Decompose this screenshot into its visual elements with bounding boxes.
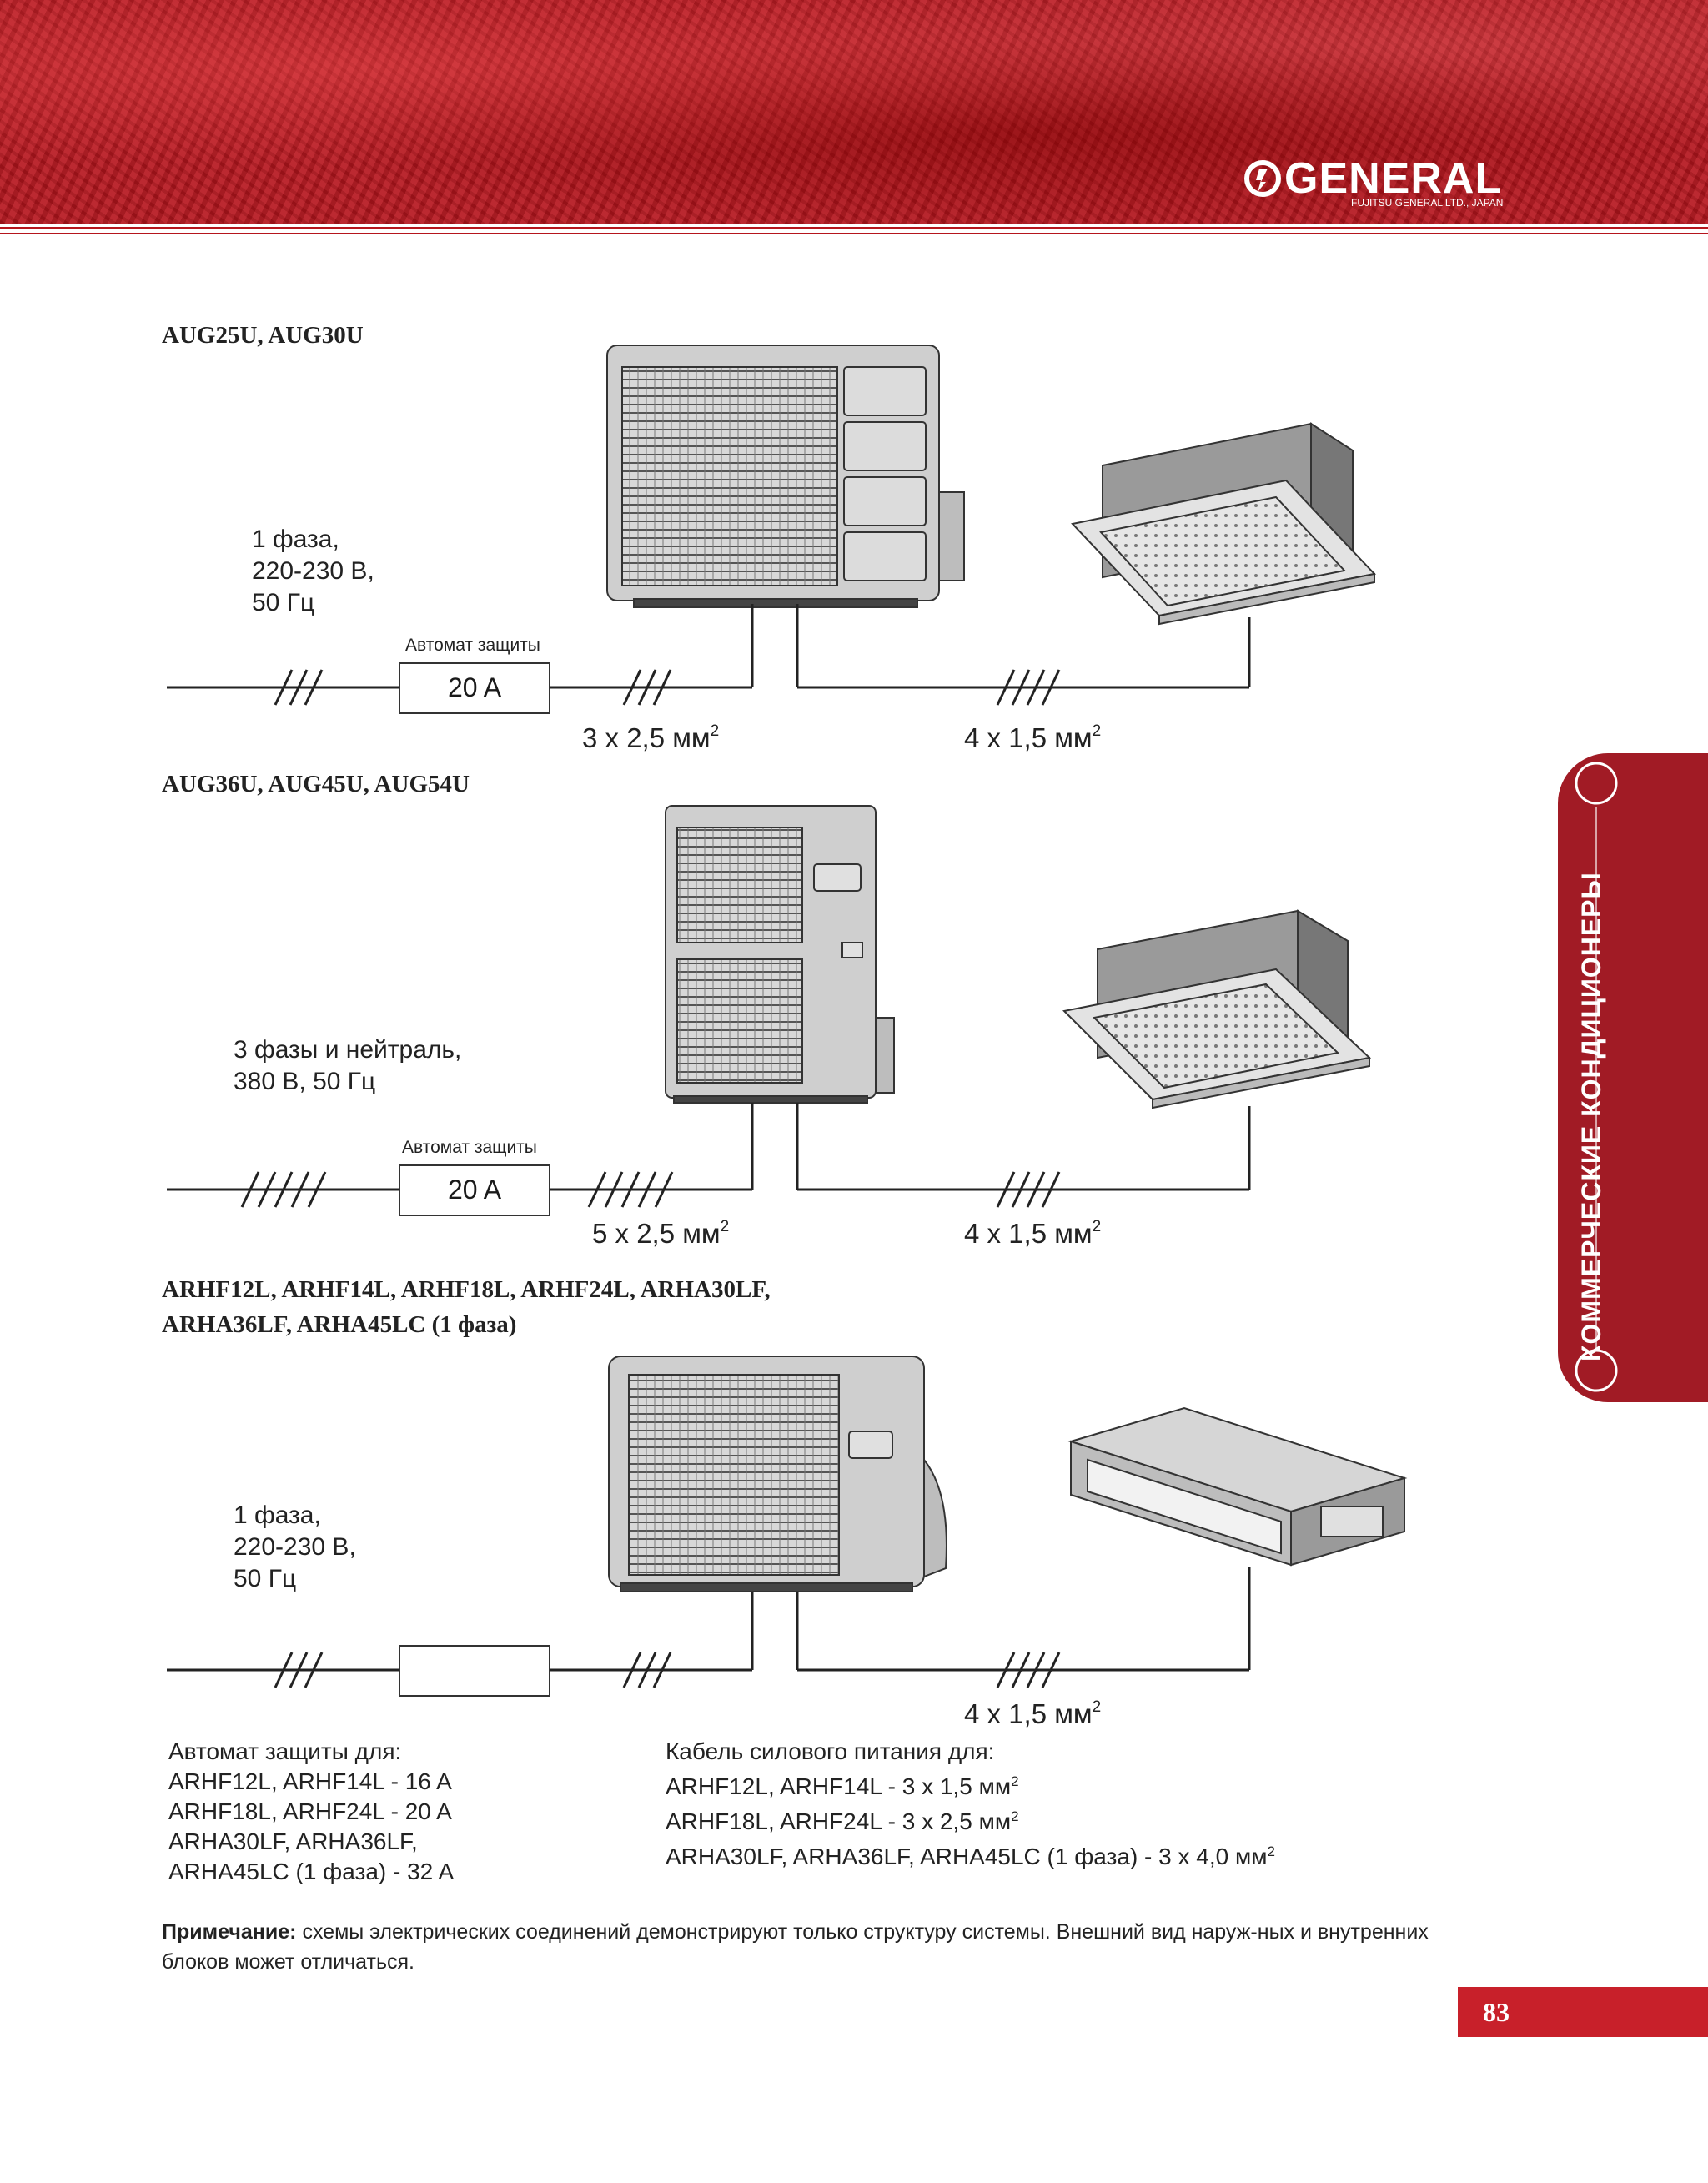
section1-breaker-caption: Автомат защиты — [405, 636, 540, 655]
outdoor-unit-1 — [606, 345, 965, 608]
footnote: Примечание: схемы электрических соединен… — [162, 1917, 1463, 1977]
brand-subtitle: FUJITSU GENERAL LTD., JAPAN — [1351, 197, 1504, 209]
page-number: 83 — [1458, 1987, 1708, 2037]
side-tab-decoration-icon — [1575, 762, 1618, 1392]
side-tab-label: КОММЕРЧЕСКИЕ КОНДИЦИОНЕРЫ — [1576, 872, 1606, 1361]
brand-name: GENERAL — [1284, 154, 1503, 203]
section2-breaker-value: 20 A — [447, 1174, 502, 1205]
wiring-1 — [167, 604, 1251, 706]
section2-power-spec: 3 фазы и нейтраль, 380 В, 50 Гц — [234, 1036, 462, 1095]
section2-breaker-box: 20 A — [399, 1164, 550, 1216]
breaker-list-item: ARHA30LF, ARHA36LF, — [168, 1828, 418, 1854]
header-banner — [0, 0, 1708, 224]
cassette-unit-2 — [1062, 909, 1372, 1109]
section3-power-spec: 1 фаза, 220-230 В, 50 Гц — [234, 1501, 356, 1592]
section1-power-spec: 1 фаза, 220-230 В, 50 Гц — [252, 526, 374, 616]
outdoor-unit-3 — [608, 1356, 947, 1592]
cassette-unit-1 — [1071, 422, 1376, 626]
general-logo-icon — [1244, 160, 1281, 197]
footnote-text: схемы электрических соединений демонстри… — [162, 1920, 1429, 1974]
section1-breaker-value: 20 A — [447, 672, 502, 702]
footnote-label: Примечание: — [162, 1920, 297, 1944]
section3-link-cable: 4 x 1,5 мм2 — [964, 1698, 1102, 1729]
outdoor-unit-2 — [665, 805, 895, 1104]
breaker-list-title: Автомат защиты для: — [168, 1738, 402, 1764]
section2-heading: AUG36U, AUG45U, AUG54U — [162, 771, 470, 797]
cable-list-item: ARHF12L, ARHF14L - 3 x 1,5 мм2 — [666, 1773, 1019, 1799]
section1-breaker-box: 20 A — [399, 662, 550, 714]
breaker-rating-list: Автомат защиты для: ARHF12L, ARHF14L - 1… — [168, 1737, 454, 1887]
section2-supply-cable: 5 x 2,5 мм2 — [592, 1218, 730, 1249]
breaker-list-item: ARHA45LC (1 фаза) - 32 A — [168, 1859, 455, 1884]
section-side-tab — [1558, 753, 1708, 1402]
cable-list-title: Кабель силового питания для: — [666, 1738, 995, 1764]
cable-list-item: ARHA30LF, ARHA36LF, ARHA45LC (1 фаза) - … — [666, 1843, 1275, 1869]
cable-list-item: ARHF18L, ARHF24L - 3 x 2,5 мм2 — [666, 1808, 1019, 1834]
section2-link-cable: 4 x 1,5 мм2 — [964, 1218, 1102, 1249]
power-cable-list: Кабель силового питания для: ARHF12L, AR… — [666, 1737, 1275, 1872]
section1-link-cable: 4 x 1,5 мм2 — [964, 722, 1102, 753]
duct-unit-3 — [1068, 1406, 1408, 1567]
header-rule — [0, 227, 1708, 229]
section3-heading-line1: ARHF12L, ARHF14L, ARHF18L, ARHF24L, ARHA… — [162, 1276, 771, 1303]
section1-heading: AUG25U, AUG30U — [162, 322, 364, 349]
wiring-2 — [167, 1103, 1251, 1208]
section1-supply-cable: 3 x 2,5 мм2 — [582, 722, 720, 753]
header-rule-thin — [0, 233, 1708, 234]
section3-heading-line2: ARHA36LF, ARHA45LC (1 фаза) — [162, 1311, 517, 1338]
breaker-list-item: ARHF18L, ARHF24L - 20 A — [168, 1798, 452, 1824]
breaker-list-item: ARHF12L, ARHF14L - 16 A — [168, 1768, 452, 1794]
wiring-3 — [167, 1567, 1251, 1688]
section2-breaker-caption: Автомат защиты — [402, 1138, 537, 1157]
section3-breaker-box — [399, 1645, 550, 1697]
